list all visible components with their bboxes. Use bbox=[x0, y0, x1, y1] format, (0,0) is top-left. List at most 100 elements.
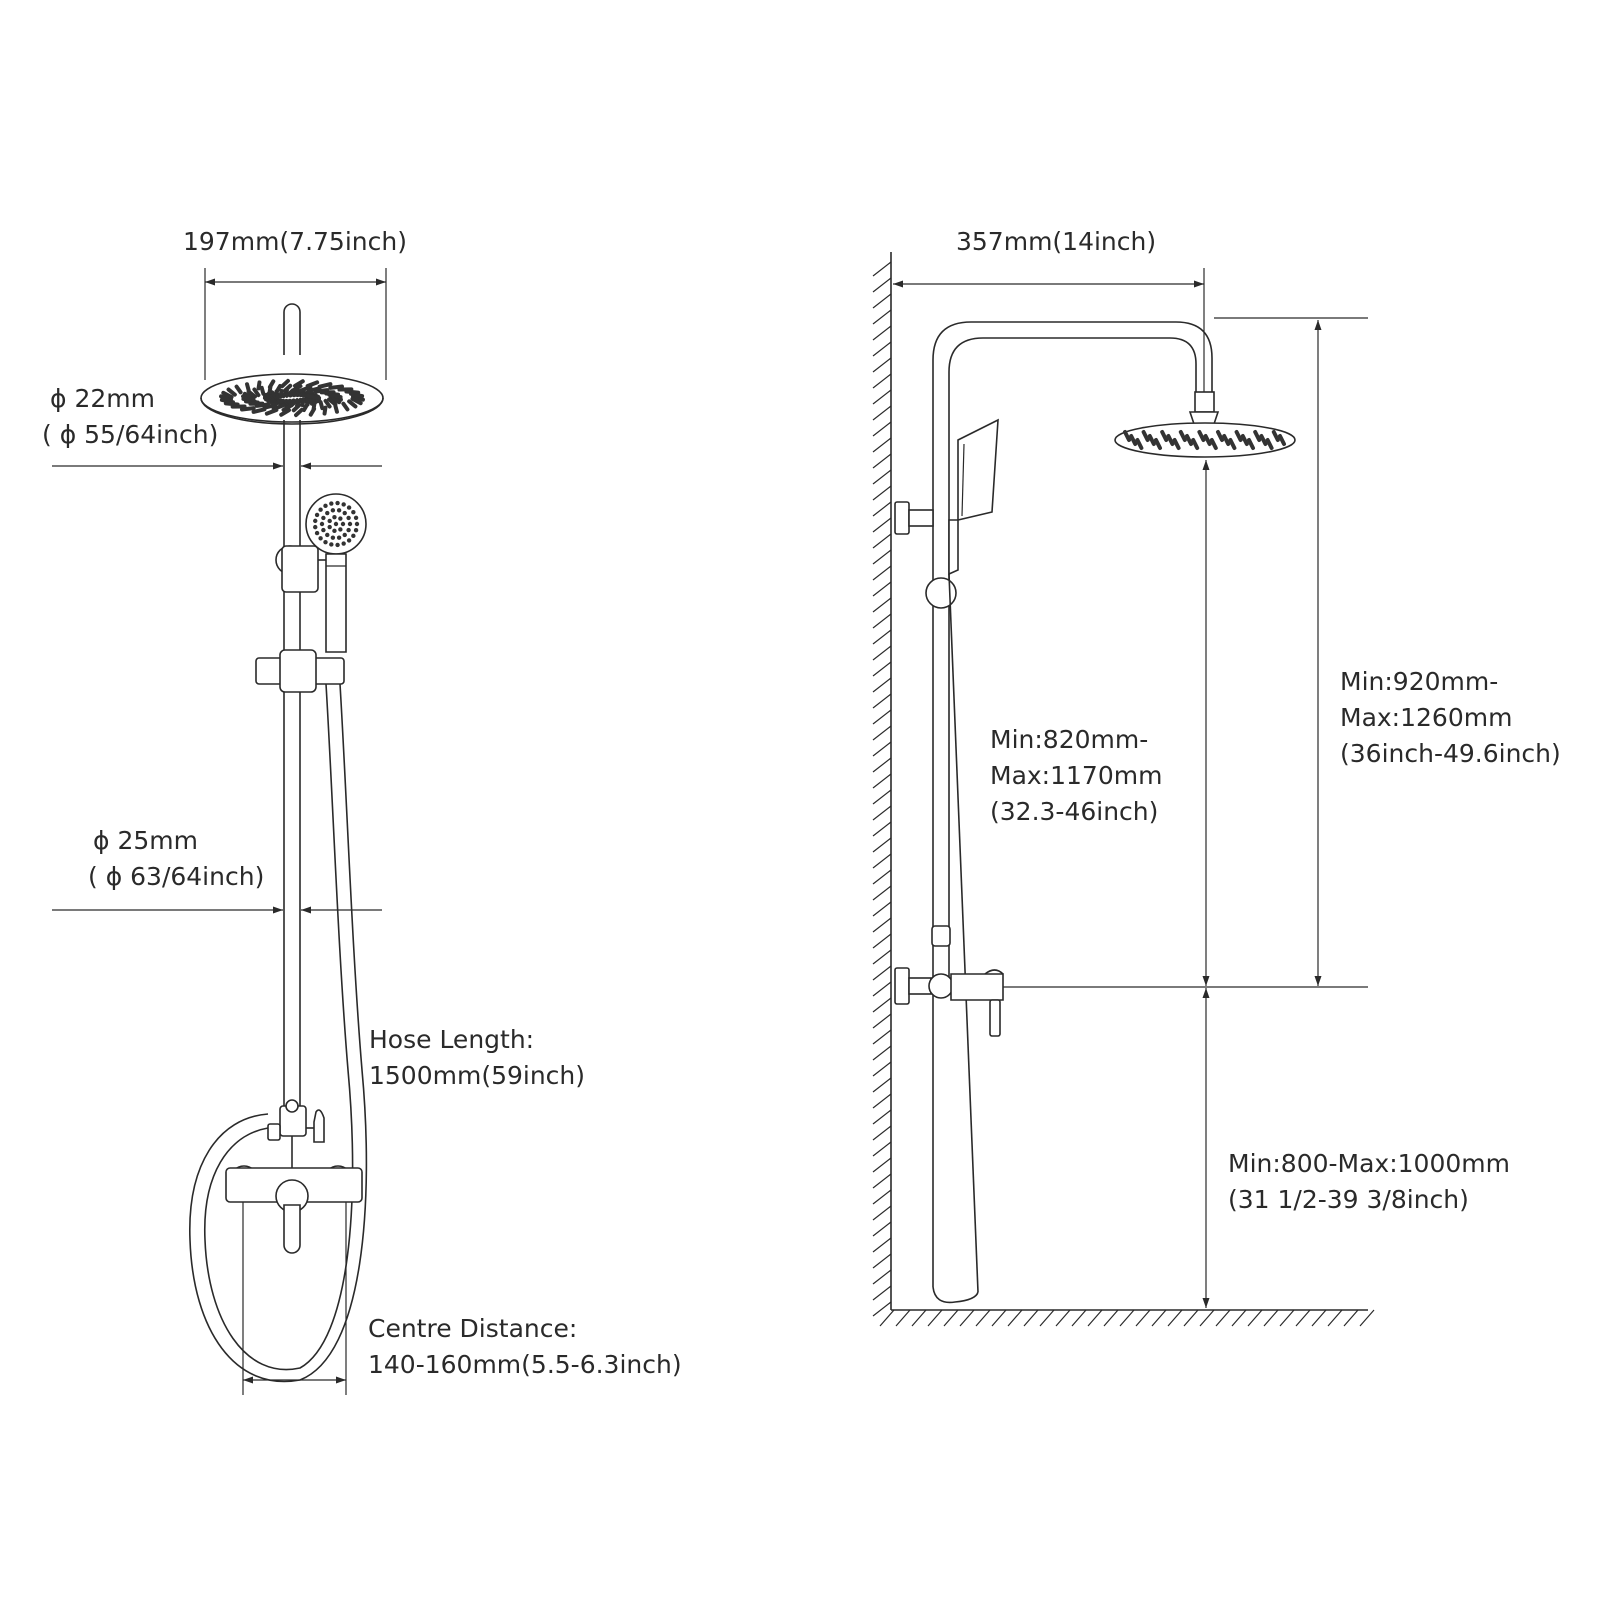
hand-shower-handle bbox=[325, 553, 347, 653]
side-nozzle-slot bbox=[1197, 430, 1206, 442]
rain-head-rim bbox=[200, 397, 384, 425]
hand-shower-side bbox=[957, 418, 999, 522]
shower-hose-inner bbox=[189, 683, 368, 1383]
nozzle-slot bbox=[246, 389, 257, 399]
floor-hatch-line bbox=[1183, 1309, 1199, 1327]
arm-diameter-inch-label: ( ϕ 55/64inch) bbox=[42, 420, 218, 449]
nozzle-slot bbox=[327, 392, 343, 400]
head-swivel bbox=[1188, 411, 1220, 425]
side-nozzle-slot bbox=[1234, 430, 1243, 442]
wall-hatch-line bbox=[872, 821, 892, 837]
nozzle-slot bbox=[305, 380, 320, 389]
hand-nozzle bbox=[321, 515, 326, 521]
wall-hatch-line bbox=[872, 1141, 892, 1157]
hand-nozzle bbox=[332, 514, 337, 520]
rain-head-nozzle-pattern bbox=[219, 378, 365, 418]
wall-hatch-line bbox=[872, 517, 892, 533]
wall-hatch-line bbox=[872, 421, 892, 437]
wall-hatch-line bbox=[872, 533, 892, 549]
wall-hatch-line bbox=[872, 309, 892, 325]
hand-nozzle bbox=[333, 521, 339, 527]
wall-hatch-line bbox=[872, 1045, 892, 1061]
hand-nozzle bbox=[338, 516, 343, 521]
side-hose bbox=[948, 573, 979, 1293]
wall-hatch-line bbox=[872, 1205, 892, 1221]
hand-nozzle bbox=[335, 542, 340, 548]
nozzle-slot bbox=[301, 402, 310, 413]
valve-height-mm-label: Min:800-Max:1000mm bbox=[1228, 1149, 1510, 1178]
hand-nozzle bbox=[354, 521, 360, 527]
wall-hatch-line bbox=[872, 1093, 892, 1109]
riser-arm-inner bbox=[948, 337, 1197, 985]
nozzle-slot bbox=[252, 387, 261, 398]
side-nozzle-slot bbox=[1240, 434, 1249, 446]
nozzle-slot bbox=[280, 378, 290, 389]
wall-hatch-line bbox=[872, 933, 892, 949]
upper-holder bbox=[281, 545, 319, 593]
nozzle-slot bbox=[240, 406, 256, 412]
nozzle-slot bbox=[322, 405, 328, 416]
nozzle-slot bbox=[219, 394, 233, 402]
side-nozzle-slot bbox=[1278, 434, 1286, 446]
nozzle-slot bbox=[259, 385, 266, 396]
hand-nozzle bbox=[327, 518, 332, 524]
wall-hatch-line bbox=[872, 325, 892, 341]
nozzle-slot bbox=[267, 379, 276, 390]
wall-hatch-line bbox=[872, 1189, 892, 1205]
floor-hatch-line bbox=[1263, 1309, 1279, 1327]
hand-nozzle bbox=[335, 500, 340, 506]
pipe-height-max-label: Max:1170mm bbox=[990, 761, 1162, 790]
floor-hatch-line bbox=[911, 1309, 927, 1327]
wall-hatch-line bbox=[872, 1109, 892, 1125]
hand-nozzle bbox=[321, 527, 326, 533]
hose-connector bbox=[267, 1123, 281, 1141]
hand-nozzle bbox=[351, 533, 356, 539]
wall-hatching bbox=[872, 261, 892, 1317]
valve-height-inch-label: (31 1/2-39 3/8inch) bbox=[1228, 1185, 1469, 1214]
wall-hatch-line bbox=[872, 277, 892, 293]
wall-hatch-line bbox=[872, 757, 892, 773]
hand-nozzle bbox=[336, 508, 342, 513]
front-view-dimensions bbox=[52, 268, 387, 1384]
arm-projection-label: 357mm(14inch) bbox=[956, 227, 1156, 256]
nozzle-slot bbox=[305, 396, 314, 406]
floor-hatch-line bbox=[1071, 1309, 1087, 1327]
hand-nozzle bbox=[340, 521, 346, 527]
hand-nozzle bbox=[351, 509, 356, 515]
side-nozzle-slot bbox=[1166, 434, 1175, 446]
wall-hatch-line bbox=[872, 805, 892, 821]
nozzle-slot bbox=[333, 403, 339, 414]
rain-head-side-nozzles bbox=[1123, 430, 1286, 450]
nozzle-slot bbox=[347, 399, 358, 409]
nozzle-slot bbox=[290, 384, 303, 393]
wall-hatch-line bbox=[872, 1285, 892, 1301]
floor-hatch-line bbox=[1167, 1309, 1183, 1327]
nozzle-slot bbox=[294, 407, 304, 418]
nozzle-slot bbox=[300, 397, 306, 408]
floor-hatch-line bbox=[1295, 1309, 1311, 1327]
total-height-min-label: Min:920mm- bbox=[1340, 667, 1498, 696]
wall-hatch-line bbox=[872, 1269, 892, 1285]
wall-hatch-line bbox=[872, 629, 892, 645]
pipe-diameter-mm-label: ϕ 25mm bbox=[93, 826, 198, 855]
floor-hatch-line bbox=[1055, 1309, 1071, 1327]
floor-hatch-line bbox=[1151, 1309, 1167, 1327]
side-nozzle-slot bbox=[1222, 434, 1231, 446]
nozzle-slot bbox=[293, 379, 305, 388]
wall-hatch-line bbox=[872, 981, 892, 997]
total-height-max-label: Max:1260mm bbox=[1340, 703, 1512, 732]
wall-hatch-line bbox=[872, 501, 892, 517]
total-height-inch-label: (36inch-49.6inch) bbox=[1340, 739, 1561, 768]
side-nozzle-slot bbox=[1253, 430, 1262, 442]
wall-hatch-line bbox=[872, 789, 892, 805]
wall-hatch-line bbox=[872, 1125, 892, 1141]
floor-hatch-line bbox=[1087, 1309, 1103, 1327]
hand-nozzle bbox=[329, 542, 334, 547]
wall-hatch-line bbox=[872, 1061, 892, 1077]
wall-hatch-line bbox=[872, 1301, 892, 1317]
floor-hatching bbox=[879, 1309, 1375, 1327]
hand-nozzle bbox=[353, 515, 359, 521]
hand-nozzle bbox=[323, 539, 328, 545]
hand-nozzle bbox=[313, 524, 318, 530]
wall-hatch-line bbox=[872, 389, 892, 405]
